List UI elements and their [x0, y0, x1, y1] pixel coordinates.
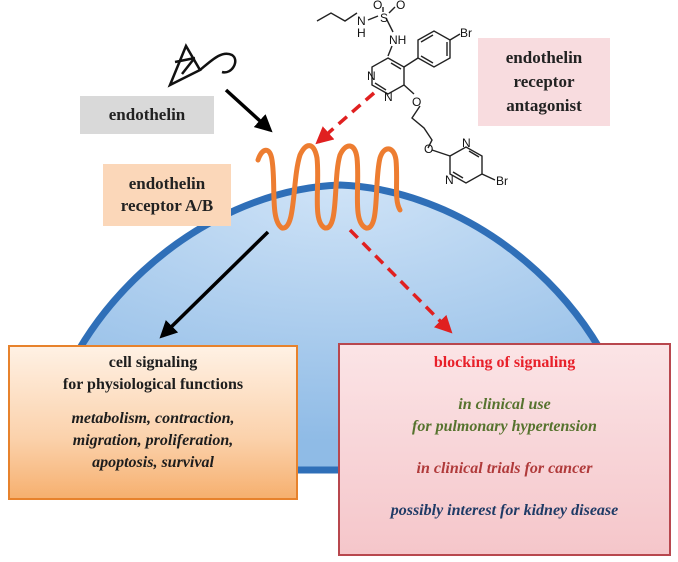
receptor-label-line-2: receptor A/B: [120, 196, 214, 215]
atom-o-1: O: [373, 0, 382, 12]
antagonist-blocking-arrow: [315, 91, 376, 145]
receptor-label-line-1: endothelin: [128, 174, 206, 193]
atom-br-1: Br: [460, 26, 472, 40]
signaling-function-line-3: apoptosis, survival: [92, 454, 214, 471]
antagonist-label-line-1: endothelin: [505, 48, 583, 67]
endothelin-label: endothelin: [80, 96, 214, 134]
blocking-arrow: [348, 228, 453, 334]
cell-signaling-panel: cell signaling for physiological functio…: [8, 345, 298, 500]
endothelin-binding-arrow: [224, 88, 273, 133]
clinical-use-line-1: in clinical use: [458, 396, 551, 413]
signaling-heading-line-2: for physiological functions: [62, 376, 244, 393]
atom-o-ether-2: O: [424, 142, 433, 156]
signaling-function-line-2: migration, proliferation,: [72, 432, 234, 449]
atom-n-ring-4: N: [445, 173, 454, 187]
endothelin-receptor-label: endothelin receptor A/B: [103, 164, 231, 226]
clinical-trials-line: in clinical trials for cancer: [416, 460, 593, 477]
blocking-heading: blocking of signaling: [433, 354, 576, 371]
atom-n-ring-1: N: [367, 69, 376, 83]
signaling-arrow: [159, 230, 270, 339]
kidney-disease-line: possibly interest for kidney disease: [390, 502, 619, 519]
antagonist-label: endothelin receptor antagonist: [478, 38, 610, 126]
antagonist-label-line-3: antagonist: [506, 96, 582, 115]
atom-br-2: Br: [496, 174, 508, 188]
atom-h: H: [357, 26, 366, 40]
antagonist-structure: [316, 6, 496, 184]
signaling-function-line-1: metabolism, contraction,: [71, 410, 235, 427]
blocking-signaling-panel: blocking of signaling in clinical use fo…: [338, 343, 671, 556]
atom-n-amine: N: [357, 14, 366, 28]
atom-o-ether-1: O: [412, 95, 421, 109]
clinical-use-line-2: for pulmonary hypertension: [412, 418, 597, 435]
atom-o-2: O: [396, 0, 405, 12]
endothelin-peptide-icon: [167, 43, 237, 88]
atom-n-ring-3: N: [462, 136, 471, 150]
endothelin-label-text: endothelin: [108, 105, 186, 124]
atom-nh: NH: [389, 33, 406, 47]
atom-s: S: [380, 11, 388, 25]
receptor-icon: [255, 143, 403, 231]
antagonist-label-line-2: receptor: [513, 72, 575, 91]
atom-n-ring-2: N: [384, 90, 393, 104]
signaling-heading-line-1: cell signaling: [108, 354, 198, 371]
